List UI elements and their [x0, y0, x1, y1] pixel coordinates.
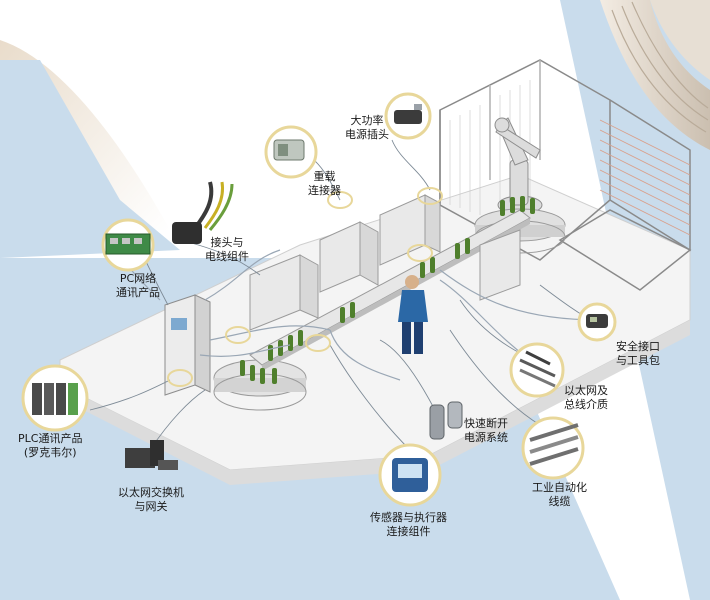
plc-module-icon [21, 364, 89, 432]
industrial-cable-label: 工业自动化线缆 [532, 481, 587, 508]
blue-band-left [0, 60, 180, 258]
plc-comm-label: PLC通讯产品(罗克韦尔) [18, 432, 83, 459]
ethernet-switch-label: 以太网交换机与网关 [118, 486, 184, 513]
wire-harness-icon [172, 181, 234, 244]
ethernet-bus-icon [509, 342, 565, 398]
flow-meter-icon [378, 443, 442, 507]
heavy-connector-icon [264, 125, 318, 179]
heavy-connector-label: 重载连接器 [308, 170, 341, 197]
connector-harness-label: 接头与电线组件 [205, 236, 249, 263]
sensor-actuator-label: 传感器与执行器连接组件 [370, 511, 447, 538]
bottling-line-icon [240, 196, 535, 384]
quick-disconnect-icon [429, 401, 463, 440]
industrial-hose-decoration [600, 0, 710, 150]
operator-icon [398, 275, 428, 354]
pc-network-label: PC网络通讯产品 [116, 272, 160, 299]
filling-machines [249, 194, 521, 331]
hotspot-rings [167, 187, 443, 387]
light-curtain [599, 119, 691, 236]
quick-disconnect-label: 快速断开电源系统 [464, 417, 508, 444]
safety-interface-label: 安全接口与工具包 [616, 340, 660, 367]
industrial-cable-icon [521, 416, 585, 480]
high-power-plug-label: 大功率电源插头 [345, 114, 389, 141]
network-card-icon [101, 218, 155, 272]
power-plug-icon [384, 92, 432, 140]
safety-interface-icon [577, 302, 617, 342]
ethernet-switch-icon [125, 440, 178, 470]
ethernet-bus-label: 以太网及总线介质 [564, 384, 608, 411]
control-cabinet-icon [164, 294, 211, 396]
